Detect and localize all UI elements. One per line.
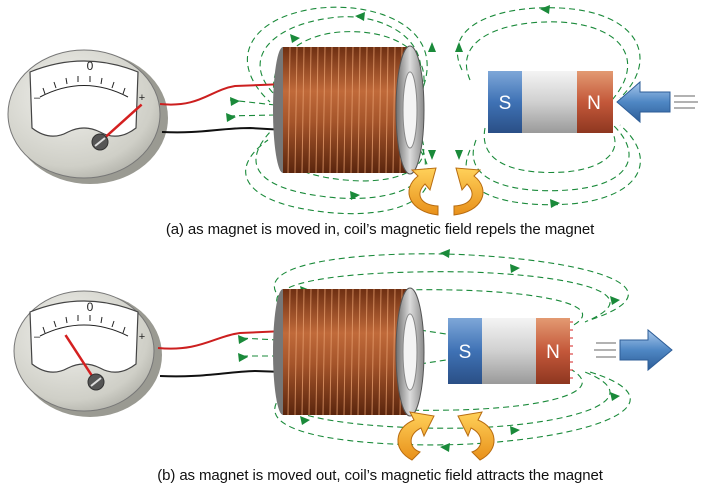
meter-zero-label: 0 bbox=[87, 59, 94, 73]
field-arrowheads bbox=[226, 5, 560, 208]
meter-ticks bbox=[42, 76, 126, 95]
magnet-north-pole-label: N bbox=[546, 342, 560, 363]
caption-panel-a: (a) as magnet is moved in, coil’s magnet… bbox=[165, 221, 595, 238]
meter-minus-label: – bbox=[34, 331, 41, 343]
magnet-south-pole-label: S bbox=[499, 93, 512, 114]
galvanometer: 0 – + bbox=[7, 49, 168, 184]
bar-magnet: S N bbox=[448, 318, 573, 384]
wire-red bbox=[157, 330, 286, 350]
curved-arrow-right-icon bbox=[457, 411, 495, 461]
repel-force-arrows bbox=[408, 167, 484, 216]
meter-minus-label: – bbox=[34, 92, 41, 104]
panel-b-attract: 0 – + bbox=[13, 249, 673, 461]
coil-windings bbox=[287, 46, 403, 174]
attract-force-arrows bbox=[397, 411, 495, 461]
coil bbox=[273, 45, 425, 175]
caption-panel-b: (b) as magnet is moved out, coil’s magne… bbox=[157, 467, 603, 484]
wire-black bbox=[161, 126, 286, 134]
galvanometer: 0 – + bbox=[13, 290, 162, 417]
magnet-north-pole-label: N bbox=[587, 93, 601, 114]
curved-arrow-left-icon bbox=[408, 167, 439, 216]
meter-zero-label: 0 bbox=[87, 300, 94, 314]
motion-arrow-out bbox=[594, 328, 673, 372]
motion-arrow-in bbox=[616, 80, 698, 124]
meter-plus-label: + bbox=[139, 92, 145, 104]
meter-needle bbox=[64, 334, 98, 383]
curved-arrow-right-icon bbox=[453, 167, 484, 216]
wire-black bbox=[159, 369, 286, 378]
curved-arrow-left-icon bbox=[397, 411, 435, 461]
field-arrowheads bbox=[238, 249, 620, 452]
meter-plus-label: + bbox=[139, 331, 145, 343]
bar-magnet: S N bbox=[488, 71, 613, 133]
meter-needle bbox=[99, 103, 143, 143]
panel-a-repel: 0 – + bbox=[7, 5, 698, 216]
wire-red bbox=[159, 83, 286, 106]
coil bbox=[273, 287, 425, 417]
meter-ticks bbox=[42, 315, 126, 334]
magnet-south-pole-label: S bbox=[459, 342, 472, 363]
